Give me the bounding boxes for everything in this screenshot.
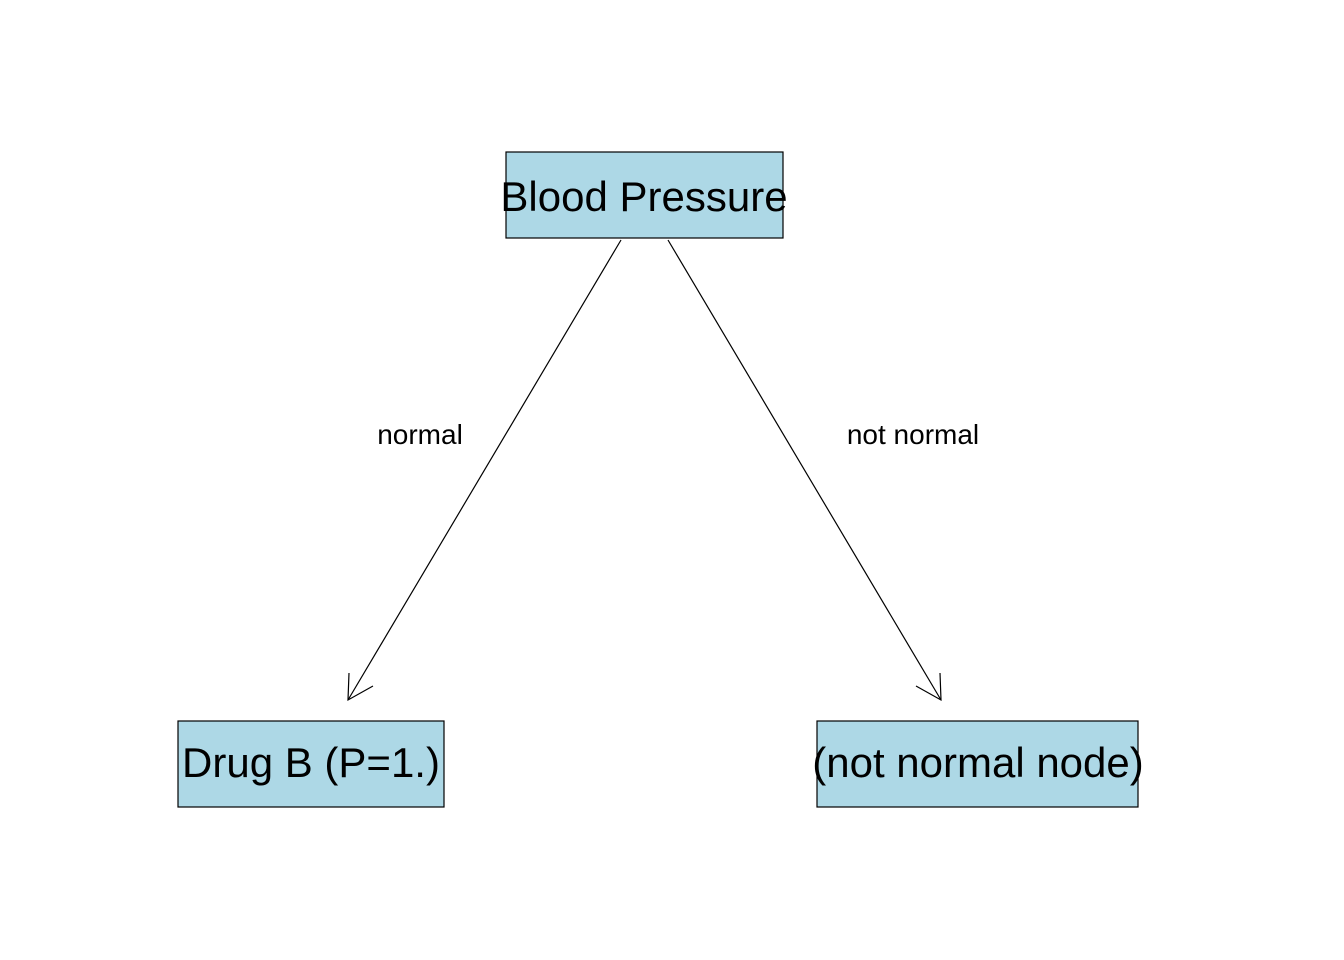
- node-blood-pressure-box: [505, 151, 784, 239]
- edge-normal-label: normal: [377, 419, 463, 450]
- node-drug-b: Drug B (P=1.): [177, 720, 445, 808]
- edge-not-normal-line: [667, 239, 942, 701]
- node-blood-pressure-label: Blood Pressure: [500, 173, 787, 220]
- node-drug-b-box: [177, 720, 445, 808]
- node-not-normal: (not normal node): [812, 720, 1144, 808]
- edge-normal-line: [347, 239, 622, 701]
- edge-not-normal-label: not normal: [847, 419, 979, 450]
- edge-not-normal-arrowhead: [915, 672, 942, 702]
- node-not-normal-box: [816, 720, 1139, 808]
- edge-normal: normal: [347, 239, 622, 702]
- node-blood-pressure: Blood Pressure: [500, 151, 788, 239]
- node-not-normal-label: (not normal node): [812, 739, 1144, 786]
- node-drug-b-label: Drug B (P=1.): [182, 739, 440, 786]
- edge-normal-arrowhead: [347, 672, 374, 702]
- edge-not-normal: not normal: [667, 239, 979, 702]
